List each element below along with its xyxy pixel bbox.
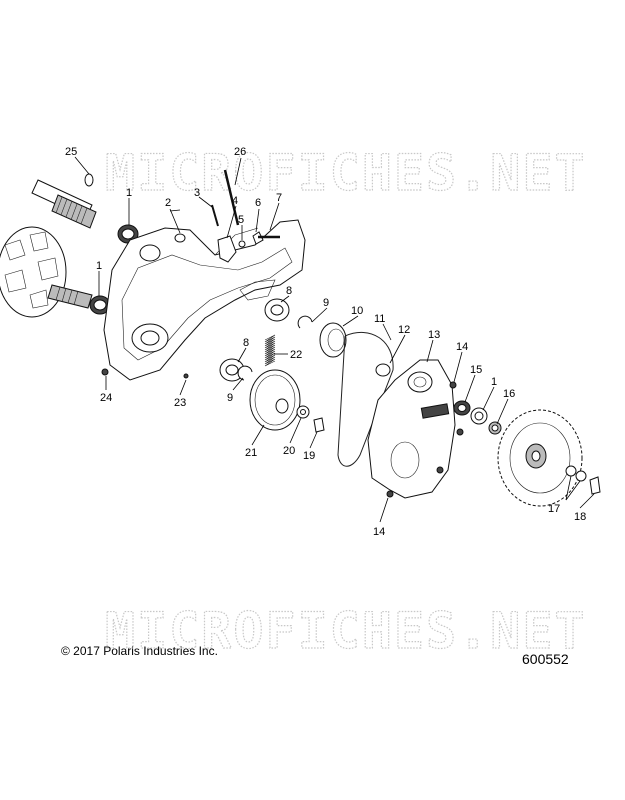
callout-1-left: 1 [96,260,102,272]
callout-20: 20 [283,445,295,457]
callout-26: 26 [234,146,246,158]
small-hardware-drawing [211,169,280,263]
callout-22: 22 [290,349,302,361]
callout-8-lower: 8 [243,337,249,349]
left-rotor-drawing [0,226,93,318]
spring-drawing [264,334,276,367]
callout-24: 24 [100,392,112,404]
callout-15: 15 [470,364,482,376]
callout-6: 6 [255,197,261,209]
callout-1-top: 1 [126,187,132,199]
callout-10: 10 [351,305,363,317]
copyright-notice: © 2017 Polaris Industries Inc. [61,644,218,658]
callout-labels: 25 26 1 3 2 4 6 7 5 1 8 9 10 11 12 13 14… [65,146,586,538]
callout-9-upper: 9 [323,297,329,309]
callout-12: 12 [398,324,410,336]
callout-8-upper: 8 [286,285,292,297]
seal-parts [84,173,139,315]
callout-3: 3 [194,187,200,199]
outer-cover-drawing [367,359,456,499]
callout-7: 7 [276,192,282,204]
bearing-parts [219,298,290,382]
callout-19: 19 [303,450,315,462]
bolt-parts [386,381,464,498]
diagram-number: 600552 [522,651,569,667]
callout-9-lower: 9 [227,392,233,404]
leader-lines [74,156,595,523]
brake-rotor-drawing [497,409,583,507]
callout-14-lower: 14 [373,526,385,538]
callout-4: 4 [232,195,238,207]
gear-10-drawing [319,322,347,358]
callout-21: 21 [245,447,257,459]
watermark-bottom: MICROFICHES.NET [105,602,587,660]
callout-5: 5 [238,214,244,226]
callout-18: 18 [574,511,586,523]
washer-bolt-drawing [296,405,325,433]
main-housing-drawing [103,219,306,381]
callout-17: 17 [548,503,560,515]
part-23-drawing [183,373,189,379]
rotor-hardware-drawing [565,465,601,495]
watermark-top: MICROFICHES.NET [105,144,587,202]
callout-1-right: 1 [491,376,497,388]
part-24-drawing [101,368,109,376]
callout-23: 23 [174,397,186,409]
snap-ring-parts [237,315,313,381]
callout-13: 13 [428,329,440,341]
drive-shaft-drawing [31,179,97,229]
callout-14-upper: 14 [456,341,468,353]
gear-21-drawing [249,369,301,431]
washer-12-drawing [375,363,391,377]
callout-16: 16 [503,388,515,400]
drive-belt-drawing [337,331,394,467]
output-bearings-drawing [453,400,502,435]
callout-11: 11 [374,313,385,325]
callout-25: 25 [65,146,77,158]
callout-2: 2 [165,197,171,209]
